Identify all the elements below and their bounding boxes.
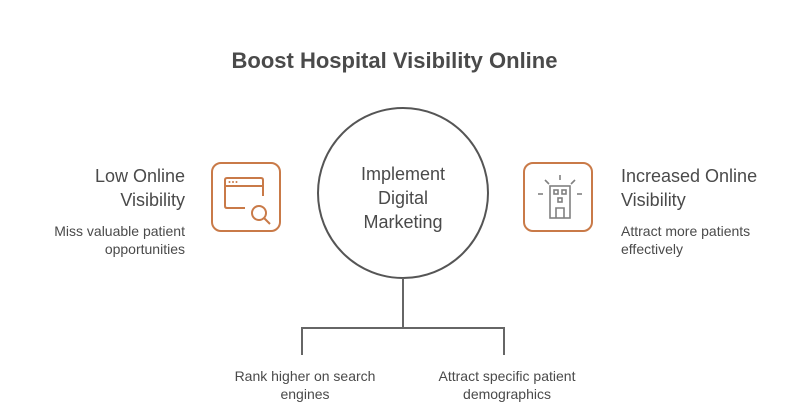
right-description-line1: Attract more patients (621, 223, 751, 239)
right-description-line2: effectively (621, 241, 683, 257)
left-description-line2: opportunities (104, 241, 185, 257)
center-line2: Digital (377, 188, 429, 208)
left-description-line1: Miss valuable patient (54, 223, 185, 239)
center-line1: Implement (360, 164, 446, 184)
center-line3: Marketing (363, 212, 443, 232)
page-title: Boost Hospital Visibility Online (231, 48, 558, 73)
branch-1-line1: Attract specific patient (438, 368, 576, 384)
right-heading-line2: Visibility (621, 190, 686, 210)
branch-label-demographics: Attract specific patient demographics (417, 367, 597, 403)
hospital-building-icon (538, 175, 582, 219)
right-icon-box (523, 162, 593, 232)
left-heading: Low Online Visibility (15, 164, 185, 212)
right-heading: Increased Online Visibility (621, 164, 801, 212)
branch-0-line1: Rank higher on search (234, 368, 376, 384)
browser-search-icon (224, 177, 271, 225)
branch-label-search-ranking: Rank higher on search engines (215, 367, 395, 403)
left-heading-line1: Low Online (94, 166, 185, 186)
left-icon-box (211, 162, 281, 232)
left-description: Miss valuable patient opportunities (5, 222, 185, 258)
left-heading-line2: Visibility (120, 190, 185, 210)
right-heading-line1: Increased Online (621, 166, 758, 186)
right-description: Attract more patients effectively (621, 222, 801, 258)
branch-0-line2: engines (280, 386, 330, 402)
center-node-label: Implement Digital Marketing (318, 162, 488, 234)
branch-1-line2: demographics (463, 386, 551, 402)
